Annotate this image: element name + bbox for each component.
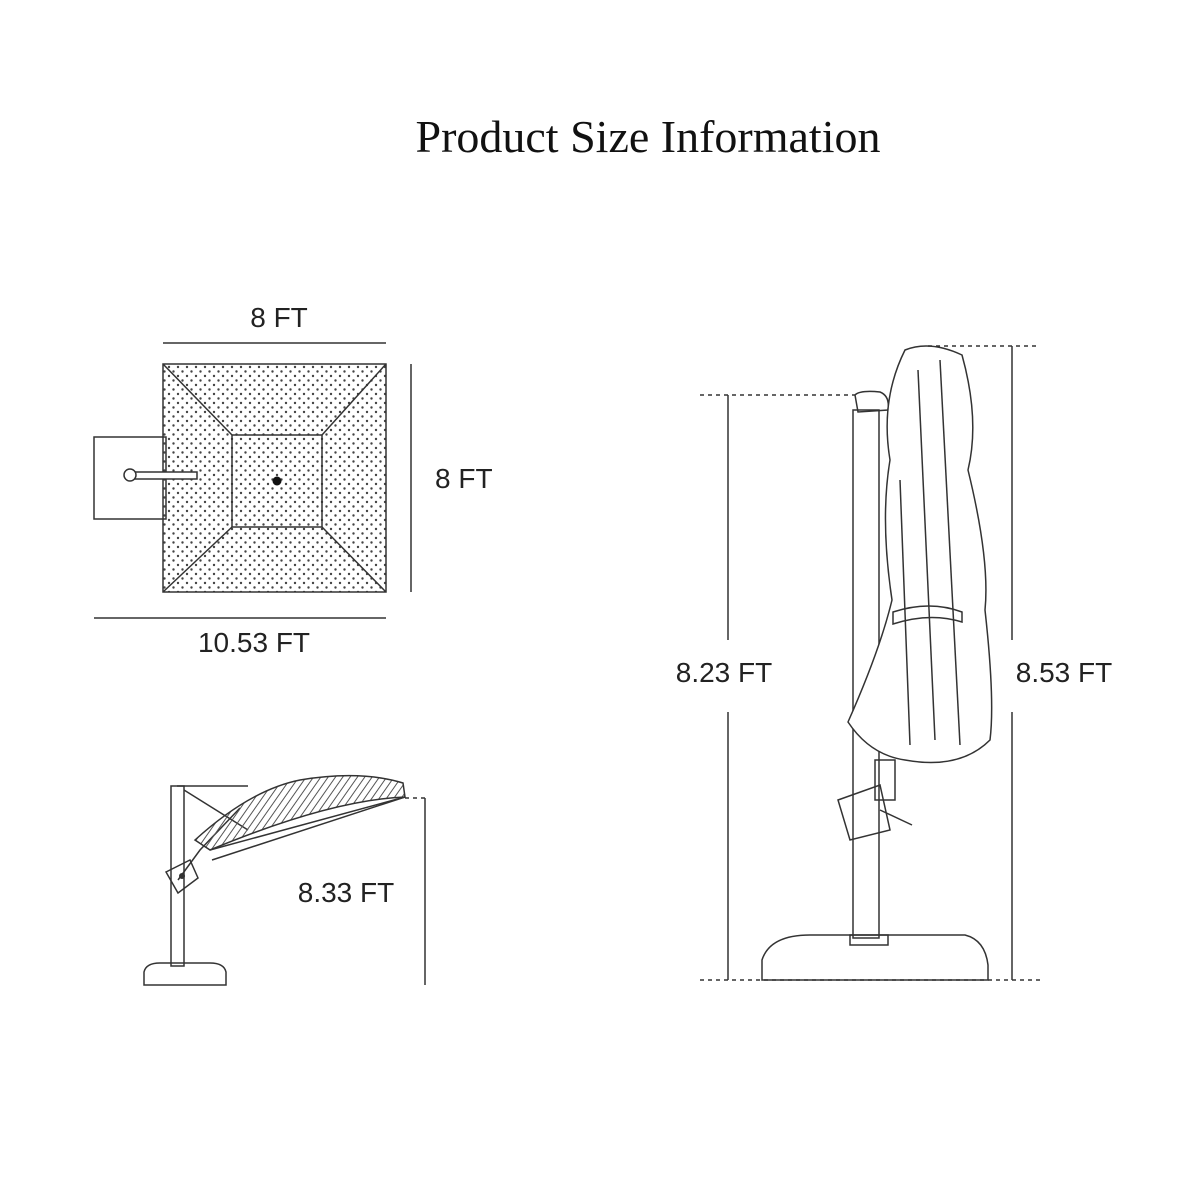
closed-base: [761, 934, 989, 981]
closed-view: 8.23 FT 8.53 FT: [676, 345, 1112, 981]
page-title: Product Size Information: [415, 111, 881, 162]
top-view: 8 FT 8 FT 10.53 FT: [93, 302, 493, 658]
tilted-crank: [164, 858, 199, 895]
tilted-view: 8.33 FT: [143, 774, 426, 986]
tilted-canopy-top: [193, 774, 406, 851]
label-closed-height: 8.53 FT: [1016, 657, 1112, 688]
label-top-depth: 8 FT: [435, 463, 493, 494]
label-tilted-height: 8.33 FT: [298, 877, 394, 908]
canopy-strap: [892, 605, 963, 626]
pole-top: [123, 468, 137, 482]
closed-pole-cap: [854, 390, 890, 413]
label-total-length: 10.53 FT: [198, 627, 310, 658]
tilted-base: [143, 962, 227, 986]
canopy-hub: [272, 476, 282, 486]
label-pole-height: 8.23 FT: [676, 657, 772, 688]
arm: [126, 471, 198, 480]
canopy-inner-square: [231, 434, 323, 528]
label-top-width: 8 FT: [250, 302, 308, 333]
closed-crank: [837, 784, 891, 841]
